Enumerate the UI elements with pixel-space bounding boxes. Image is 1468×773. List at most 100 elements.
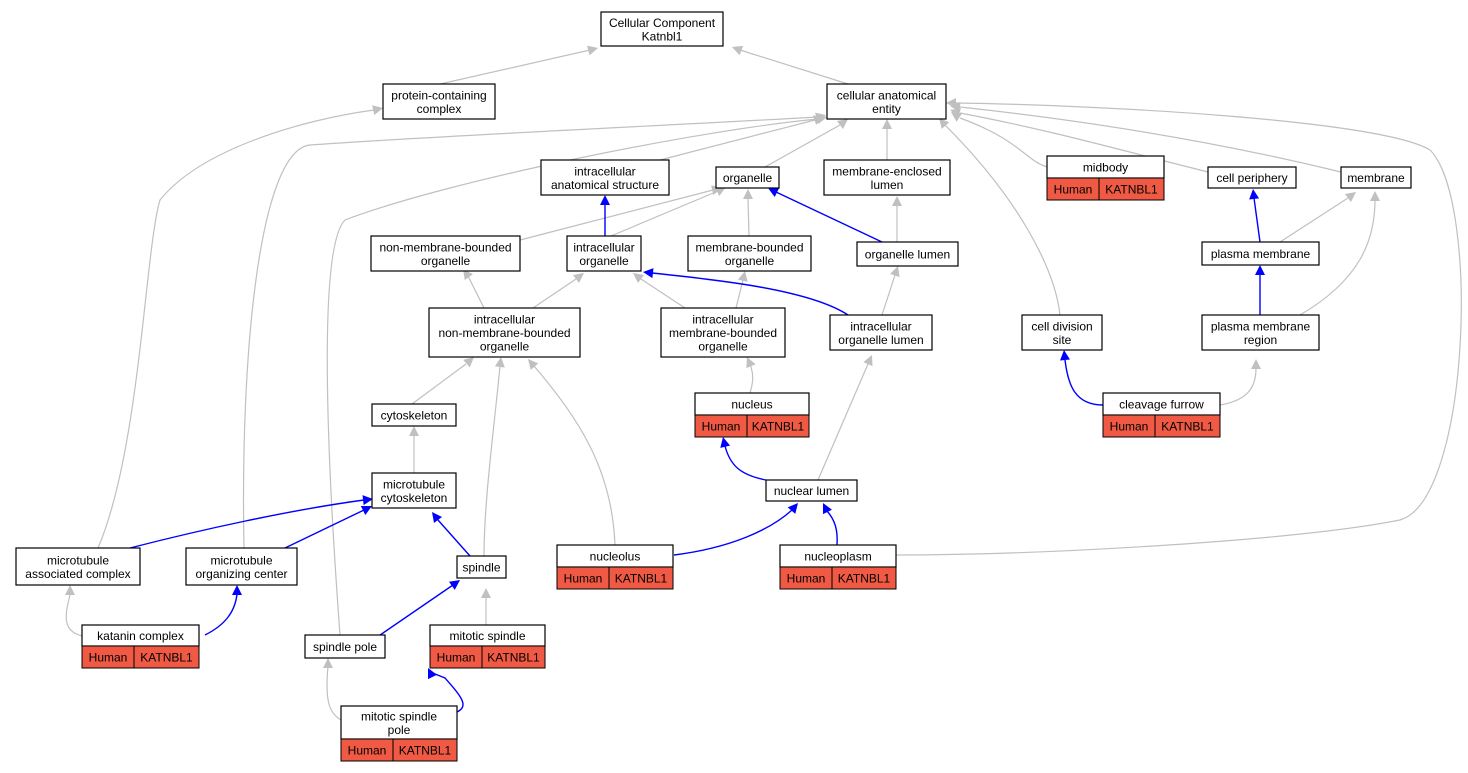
arrowhead <box>787 503 798 514</box>
arrowhead <box>714 187 726 196</box>
species-label: Human <box>702 420 741 434</box>
part-of-edge <box>483 357 505 557</box>
edge-line <box>97 109 375 549</box>
edge-line <box>959 117 1048 168</box>
part-of-edge <box>817 355 873 481</box>
term-label-line: microtubule <box>383 477 445 491</box>
arrowhead <box>737 271 748 282</box>
go-term-cper[interactable]: cell periphery <box>1207 166 1297 189</box>
is-a-edge <box>432 512 471 557</box>
go-term-nlumen[interactable]: nuclear lumen <box>765 479 858 502</box>
arrowhead <box>890 266 900 278</box>
term-label-line: non-membrane-bounded <box>379 240 511 254</box>
edge-line <box>659 119 816 161</box>
term-label-line: cellular anatomical <box>837 88 936 102</box>
term-label-line: organelle <box>723 171 773 185</box>
term-label-line: plasma membrane <box>1211 319 1311 333</box>
species-label: Human <box>564 572 603 586</box>
edge-line <box>764 124 841 168</box>
annotation-row <box>1046 177 1165 201</box>
gene-label: KATNBL1 <box>838 572 891 586</box>
edge-line <box>533 365 616 546</box>
go-term-inmbo[interactable]: intracellularnon-membrane-boundedorganel… <box>428 307 581 358</box>
part-of-edge <box>735 271 748 309</box>
term-box <box>340 705 458 740</box>
part-of-edge <box>881 266 900 316</box>
go-term-spindle[interactable]: spindle <box>456 555 507 579</box>
edge-line <box>439 49 591 85</box>
go-term-cytosk[interactable]: cytoskeleton <box>371 403 457 427</box>
edge-line <box>1299 199 1376 316</box>
term-label-line: microtubule <box>210 553 272 567</box>
term-label-line: complex <box>417 102 462 116</box>
arrowhead <box>573 273 584 283</box>
arrowhead <box>633 273 644 283</box>
term-label-line: spindle pole <box>313 640 377 654</box>
edge-line <box>673 509 793 556</box>
gene-label: KATNBL1 <box>487 651 540 665</box>
edge-layer <box>65 45 1462 723</box>
edge-line <box>959 106 1342 173</box>
term-box <box>370 235 521 272</box>
go-term-pm[interactable]: plasma membrane <box>1201 241 1320 266</box>
part-of-edge <box>892 196 902 242</box>
term-box <box>304 634 386 659</box>
is-a-edge <box>129 495 373 549</box>
arrowhead <box>939 118 950 129</box>
part-of-edge <box>610 187 726 237</box>
go-term-membrane[interactable]: membrane <box>1340 166 1412 189</box>
edge-line <box>1219 367 1257 406</box>
edge-line <box>284 509 365 549</box>
edge-line <box>826 510 838 546</box>
is-a-edge <box>600 195 610 236</box>
term-label-line: Katnbl1 <box>642 29 683 43</box>
is-a-edge <box>428 668 464 713</box>
term-box <box>1201 314 1320 351</box>
term-box <box>566 235 642 272</box>
part-of-edge <box>746 357 756 394</box>
arrowhead <box>409 426 419 436</box>
go-term-olumen[interactable]: organelle lumen <box>856 241 959 267</box>
go-term-organelle[interactable]: organelle <box>715 166 780 189</box>
edge-line <box>724 445 767 481</box>
arrowhead <box>432 512 442 523</box>
go-term-spole[interactable]: spindle pole <box>304 634 386 659</box>
term-box <box>829 314 933 351</box>
edge-line <box>326 118 819 636</box>
edge-line <box>881 274 896 316</box>
species-label: Human <box>89 651 128 665</box>
part-of-edge <box>1219 359 1261 406</box>
term-label-line: intracellular <box>850 319 911 333</box>
term-label-line: mitotic spindle <box>361 709 437 723</box>
arrowhead <box>65 585 75 595</box>
arrowhead <box>362 495 373 506</box>
term-box <box>660 307 786 358</box>
term-box <box>1340 166 1412 189</box>
part-of-edge <box>1279 192 1356 243</box>
arrowhead <box>816 114 827 125</box>
annotation-row <box>1102 414 1221 438</box>
